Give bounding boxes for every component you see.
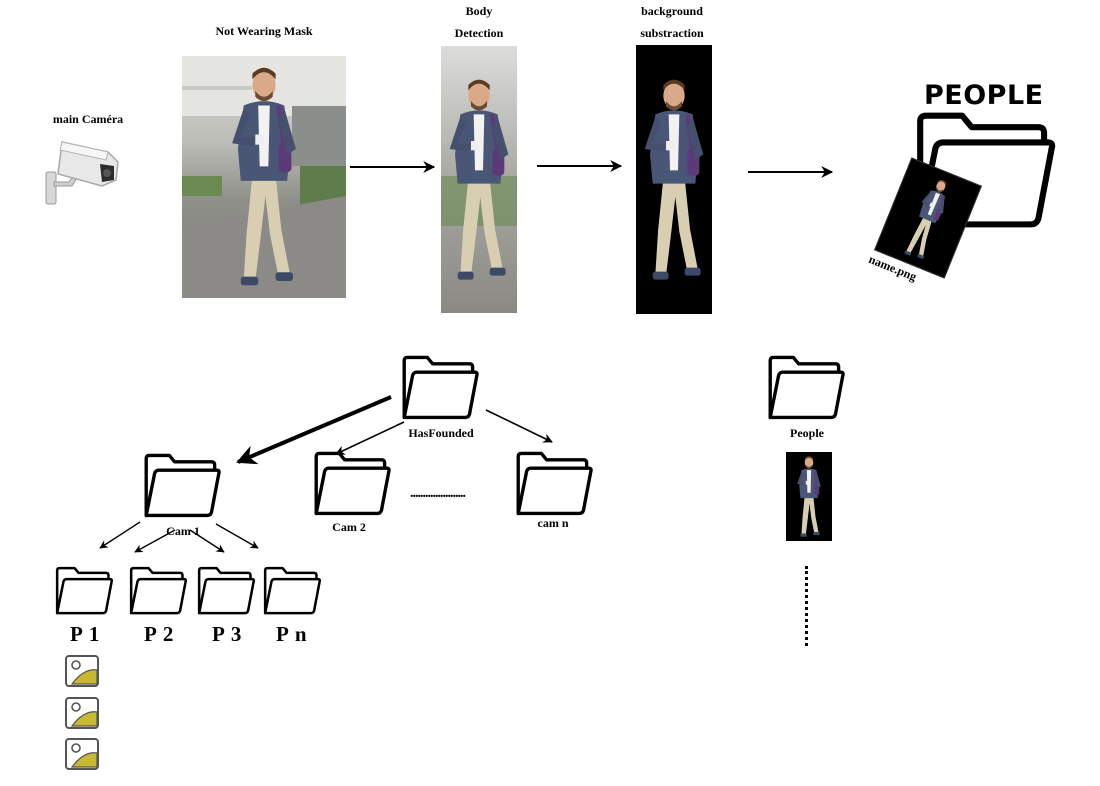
cam1-folder-icon — [142, 452, 222, 520]
bg-subtraction-photo — [636, 45, 712, 314]
stage-body-label-2: Detection — [454, 26, 504, 40]
cams-ellipsis: ...................... — [410, 486, 466, 501]
people-title: PEOPLE — [924, 80, 1044, 111]
person-folder-icon — [262, 564, 322, 618]
arrow-to-bg — [537, 160, 623, 172]
body-detection-photo — [441, 46, 517, 313]
root-folder-icon — [400, 354, 480, 422]
camn-folder-icon — [514, 450, 594, 518]
cam1-label: Cam 1 — [166, 524, 200, 538]
input-photo — [182, 56, 346, 298]
security-camera-icon — [44, 134, 126, 208]
people-folder-icon — [766, 354, 846, 422]
person-folder-icon — [54, 564, 114, 618]
arrow-to-cam1 — [236, 395, 392, 465]
cam2-label: Cam 2 — [332, 520, 366, 534]
person-label-1: P 1 — [70, 622, 101, 646]
people-thumbnail — [786, 452, 832, 541]
image-file-icon — [64, 737, 100, 771]
image-file-icon — [64, 654, 100, 688]
arrow-to-cam2 — [335, 421, 405, 455]
arrow-to-body — [350, 161, 436, 173]
stage-bg-label-1: background — [641, 4, 703, 18]
arrows-to-persons — [99, 521, 259, 553]
person-folder-icon — [196, 564, 256, 618]
arrow-to-camn — [485, 409, 553, 443]
person-folder-icon — [128, 564, 188, 618]
person-label-3: P 3 — [212, 622, 243, 646]
camn-label: cam n — [537, 516, 569, 530]
cam2-folder-icon — [312, 450, 392, 518]
stage-bg-label-2: substraction — [640, 26, 704, 40]
person-label-2: P 2 — [144, 622, 175, 646]
image-file-icon — [64, 696, 100, 730]
people-folder-label: People — [790, 426, 824, 440]
stage-body-label-1: Body — [465, 4, 493, 18]
person-label-n: P n — [276, 622, 308, 646]
people-vertical-ellipsis — [805, 566, 811, 646]
root-folder-label: HasFounded — [408, 426, 474, 440]
stage-input-label: Not Wearing Mask — [215, 24, 313, 38]
arrow-to-people — [748, 166, 834, 178]
camera-label: main Caméra — [52, 112, 124, 126]
